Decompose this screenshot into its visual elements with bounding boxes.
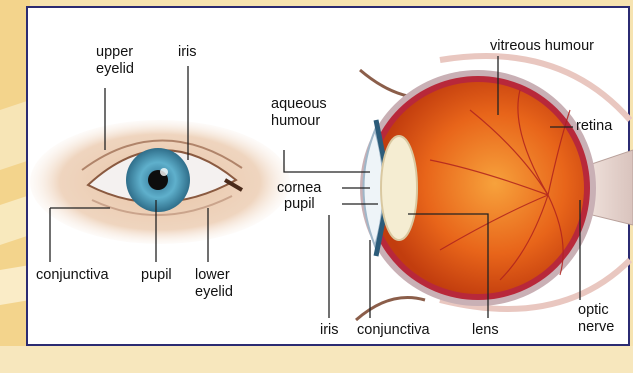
label-aqueous-humour-line2: humour <box>271 113 327 130</box>
label-retina: retina <box>576 118 612 135</box>
label-iris-front: iris <box>178 44 197 61</box>
lens-shape <box>381 136 417 240</box>
label-aqueous-humour-line1: aqueous <box>271 96 327 113</box>
label-cornea: cornea <box>277 180 321 197</box>
label-lens: lens <box>472 322 499 339</box>
label-optic-nerve-line1: optic <box>578 302 614 319</box>
label-upper-eyelid-line1: upper <box>96 44 134 61</box>
label-aqueous-humour: aqueous humour <box>271 96 327 130</box>
label-lower-eyelid-line2: eyelid <box>195 284 233 301</box>
label-upper-eyelid-line2: eyelid <box>96 61 134 78</box>
label-pupil-front: pupil <box>141 267 172 284</box>
front-eye-illustration <box>30 120 290 244</box>
side-eye-illustration <box>356 56 633 320</box>
label-pupil-side: pupil <box>284 196 315 213</box>
label-upper-eyelid: upper eyelid <box>96 44 134 78</box>
label-conjunctiva-side: conjunctiva <box>357 322 430 339</box>
label-lower-eyelid-line1: lower <box>195 267 233 284</box>
label-optic-nerve: optic nerve <box>578 302 614 336</box>
label-conjunctiva-front: conjunctiva <box>36 267 109 284</box>
label-vitreous-humour: vitreous humour <box>490 38 594 55</box>
label-optic-nerve-line2: nerve <box>578 319 614 336</box>
label-iris-side: iris <box>320 322 339 339</box>
label-lower-eyelid: lower eyelid <box>195 267 233 301</box>
